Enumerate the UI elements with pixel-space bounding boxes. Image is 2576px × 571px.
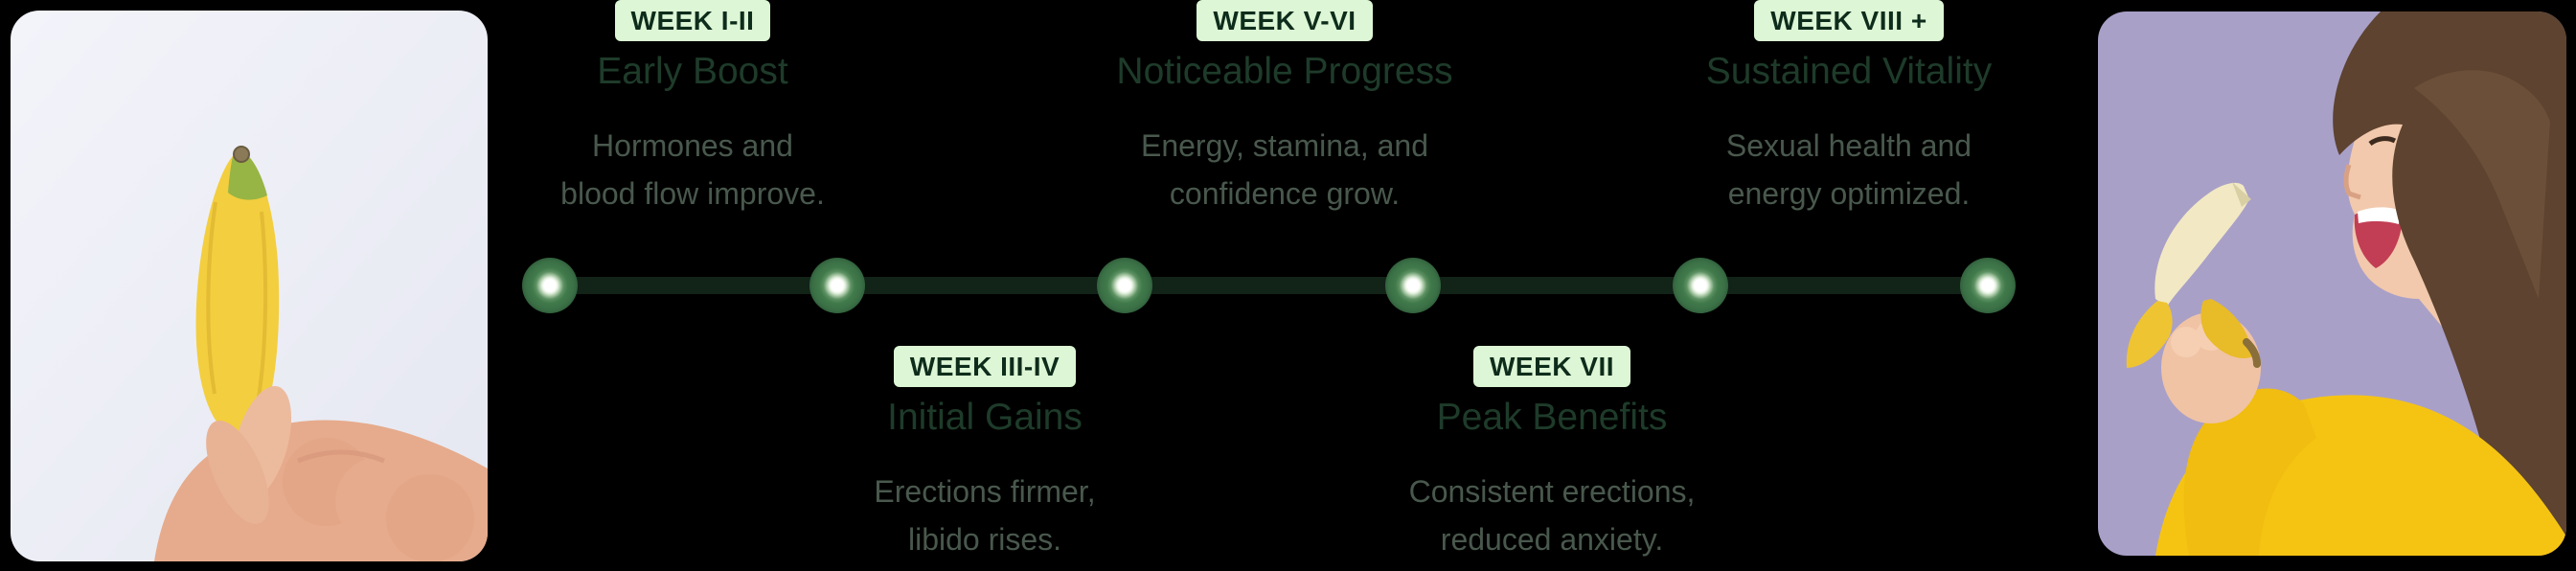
milestone-week-5-6: WEEK V-VI Noticeable Progress Energy, st… xyxy=(988,0,1582,217)
week-badge: WEEK III-IV xyxy=(893,346,1077,387)
week-badge: WEEK VII xyxy=(1472,346,1630,387)
milestone-description: Erections firmer, libido rises. xyxy=(874,474,1096,557)
milestone-week-7: WEEK VII Peak Benefits Consistent erecti… xyxy=(1255,346,1849,563)
timeline-dot xyxy=(1960,258,2016,313)
milestone-week-1-2: WEEK I-II Early Boost Hormones and blood… xyxy=(396,0,990,217)
milestone-description: Energy, stamina, and confidence grow. xyxy=(1140,128,1428,211)
milestone-title: Sustained Vitality xyxy=(1705,51,1993,92)
timeline-dot xyxy=(522,258,578,313)
week-badge: WEEK I-II xyxy=(614,0,771,41)
timeline-dot xyxy=(809,258,865,313)
milestone-title: Initial Gains xyxy=(887,397,1083,438)
milestone-week-8-plus: WEEK VIII + Sustained Vitality Sexual he… xyxy=(1552,0,2146,217)
photo-woman-eating-banana xyxy=(2098,11,2566,556)
milestone-title: Peak Benefits xyxy=(1436,397,1668,438)
timeline-dot xyxy=(1673,258,1728,313)
hand-small-banana-illustration xyxy=(11,11,488,561)
milestone-description: Consistent erections, reduced anxiety. xyxy=(1408,474,1696,557)
timeline-dot xyxy=(1097,258,1152,313)
milestone-description: Sexual health and energy optimized. xyxy=(1725,128,1972,211)
week-badge: WEEK V-VI xyxy=(1197,0,1373,41)
milestone-week-3-4: WEEK III-IV Initial Gains Erections firm… xyxy=(688,346,1282,563)
milestone-description: Hormones and blood flow improve. xyxy=(560,128,825,211)
milestone-title: Noticeable Progress xyxy=(1116,51,1453,92)
timeline-dot xyxy=(1385,258,1441,313)
week-badge: WEEK VIII + xyxy=(1754,0,1944,41)
milestone-title: Early Boost xyxy=(597,51,788,92)
photo-hand-holding-small-banana xyxy=(11,11,488,561)
woman-banana-illustration xyxy=(2098,11,2566,556)
timeline-line xyxy=(550,277,1988,294)
